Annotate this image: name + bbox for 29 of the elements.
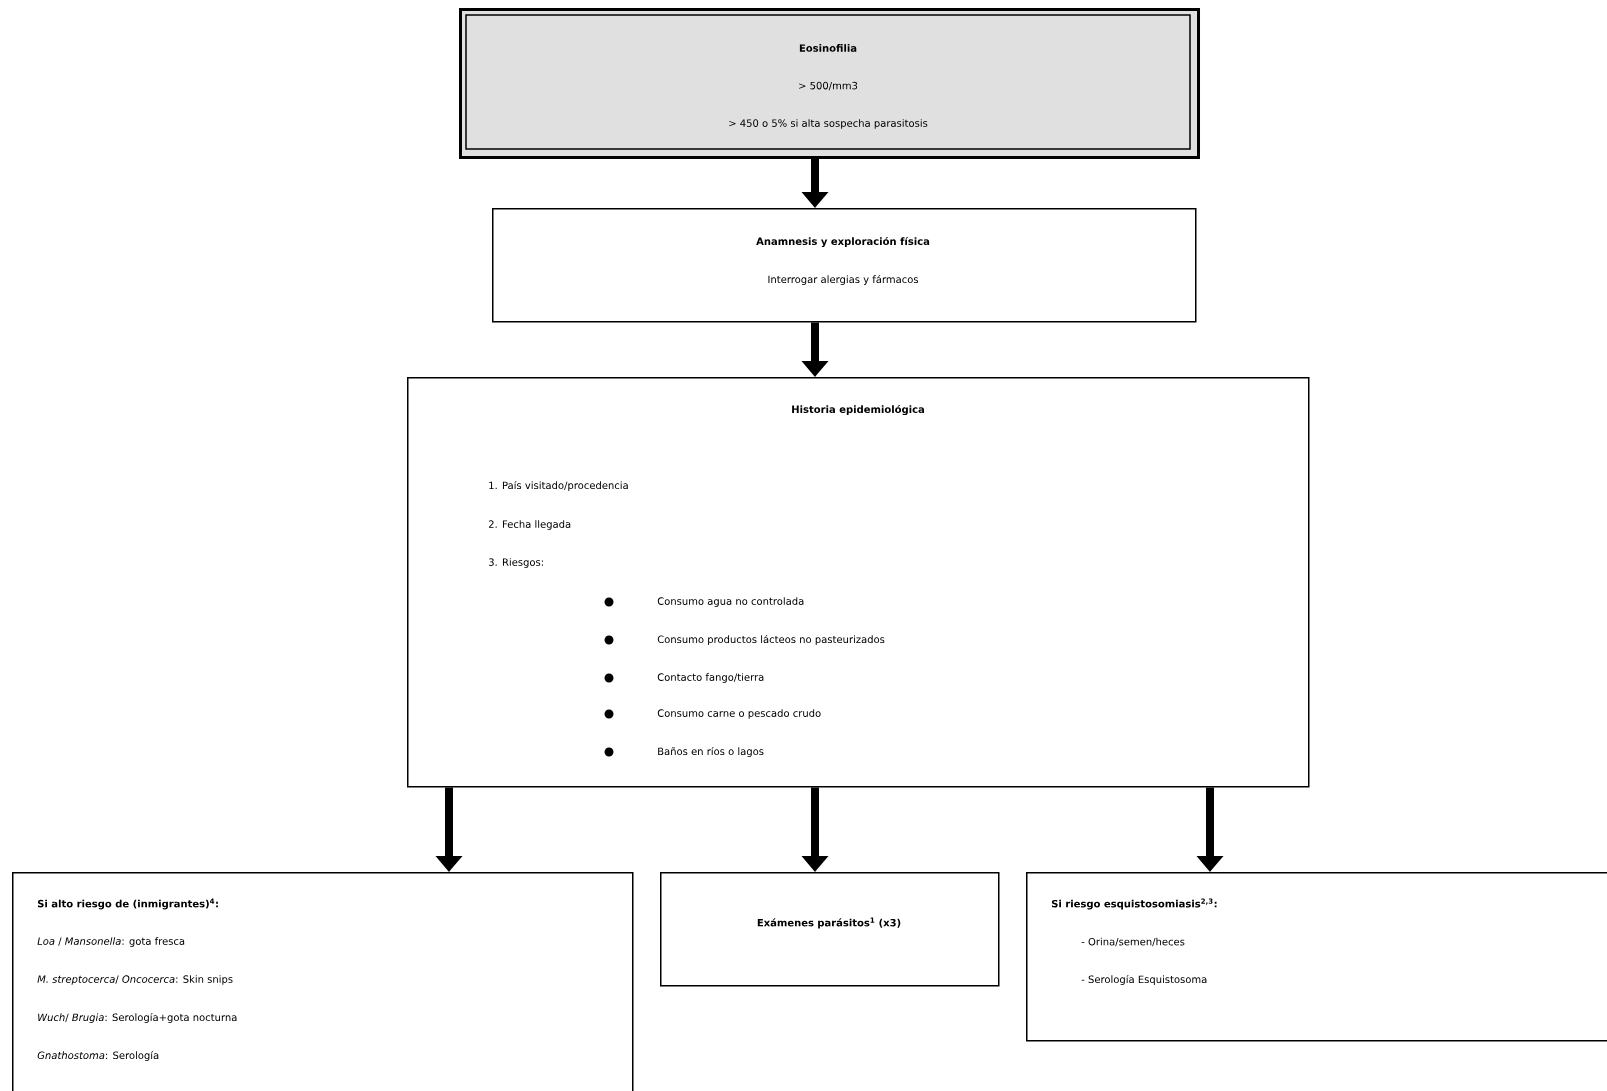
- text-line: Interrogar alergias y fármacos: [768, 274, 919, 286]
- process-box: [12, 872, 634, 1091]
- process-box: [1026, 872, 1607, 1042]
- heading: Eosinofilia: [799, 44, 857, 52]
- text-line: Wuch/ Brugia: Serología+gota nocturna: [38, 1012, 237, 1024]
- heading: Anamnesis y exploración física: [756, 236, 930, 248]
- text-line: Consumo productos lácteos no pasteurizados: [657, 634, 885, 646]
- text-line: Baños en ríos o lagos: [658, 746, 764, 758]
- text-line: Loa / Mansonella: gota fresca: [37, 937, 185, 947]
- text-line: 1. País visitado/procedencia: [489, 480, 628, 492]
- process-box: [492, 208, 1197, 323]
- text-line: > 450 o 5% si alta sospecha parasitosis: [729, 119, 928, 129]
- heading: Exámenes parásitos$^{1}$ (x3): [757, 917, 901, 929]
- heading: Si alto riesgo de (inmigrantes)$^{4}$:: [37, 898, 218, 910]
- text-line: Contacto fango/tierra: [657, 673, 764, 683]
- heading: Si riesgo esquistosomiasis$^{2,3}$:: [1051, 898, 1217, 910]
- text-line: Gnathostoma: Serología: [37, 1050, 159, 1062]
- process-box: [407, 377, 1310, 788]
- text-line: 3. Riesgos:: [489, 558, 543, 568]
- text-line: > 500/mm3: [799, 81, 858, 91]
- text-line: - Orina/semen/heces: [1081, 937, 1185, 947]
- text-line: - Serología Esquistosoma: [1081, 974, 1207, 986]
- heading: Historia epidemiológica: [792, 404, 924, 416]
- process-box: [660, 872, 1000, 987]
- text-line: M. streptocerca/ Oncocerca: Skin snips: [37, 975, 233, 985]
- text-line: 2. Fecha llegada: [488, 520, 571, 530]
- text-line: Consumo carne o pescado crudo: [657, 709, 821, 719]
- process-box: [459, 8, 1200, 159]
- text-line: Consumo agua no controlada: [657, 597, 804, 607]
